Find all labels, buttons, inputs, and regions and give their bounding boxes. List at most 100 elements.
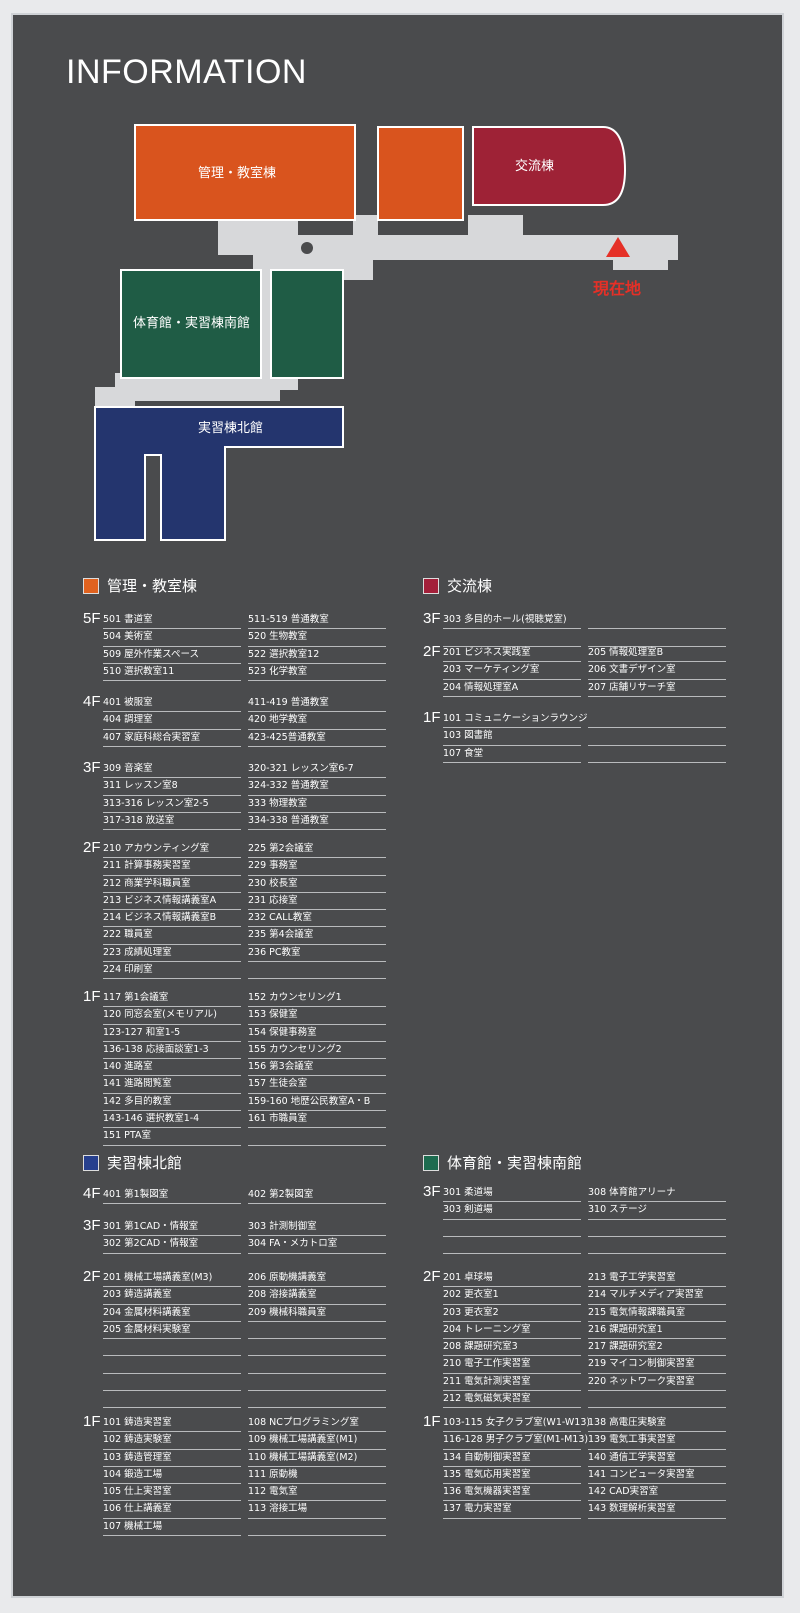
room-entry: 104 鍛造工場 — [103, 1467, 241, 1485]
section-name: 交流棟 — [447, 577, 493, 595]
room-entry: 303 計測制御室 — [248, 1219, 386, 1237]
room-entry — [443, 1237, 581, 1255]
room-entry: 213 ビジネス情報講義室A — [103, 893, 241, 911]
section-color-swatch — [423, 577, 439, 594]
room-entry: 137 電力実習室 — [443, 1501, 581, 1519]
room-entry: 236 PC教室 — [248, 945, 386, 963]
room-entry: 214 ビジネス情報講義室B — [103, 910, 241, 928]
room-entry: 102 鋳造実験室 — [103, 1432, 241, 1450]
room-entry: 423-425普通教室 — [248, 730, 386, 747]
floor-label: 3F — [83, 1217, 101, 1234]
room-entry — [443, 629, 581, 647]
map-building-hokkan — [94, 406, 344, 541]
floor-label: 3F — [83, 759, 101, 776]
room-column: 402 第2製図室 — [248, 1187, 386, 1205]
section-header: 体育館・実習棟南館 — [423, 1152, 582, 1173]
room-entry: 211 計算事務実習室 — [103, 858, 241, 876]
room-entry: 216 課題研究室1 — [588, 1322, 726, 1340]
room-entry: 309 音楽室 — [103, 761, 241, 779]
room-entry: 333 物理教室 — [248, 796, 386, 813]
room-entry: 310 ステージ — [588, 1202, 726, 1220]
section-name: 実習棟北館 — [107, 1154, 183, 1172]
room-entry: 138 高電圧実験室 — [588, 1415, 726, 1433]
room-entry: 212 商業学科職員室 — [103, 876, 241, 893]
room-entry: 103 図書館 — [443, 728, 581, 746]
room-entry: 142 CAD実習室 — [588, 1484, 726, 1502]
room-column: 401 第1製図室 — [103, 1187, 241, 1205]
room-entry: 203 鋳造講義室 — [103, 1287, 241, 1305]
room-entry — [248, 1322, 386, 1340]
you-are-here-label: 現在地 — [593, 279, 641, 298]
room-entry: 108 NCプログラミング室 — [248, 1415, 386, 1433]
section-name: 管理・教室棟 — [107, 577, 198, 595]
page-title: INFORMATION — [66, 53, 307, 91]
floor-label: 4F — [83, 693, 101, 710]
room-entry: 161 市職員室 — [248, 1111, 386, 1129]
room-entry: 334-338 普通教室 — [248, 813, 386, 831]
room-entry: 214 マルチメディア実習室 — [588, 1287, 726, 1305]
room-entry: 401 第1製図室 — [103, 1187, 241, 1205]
floor-label: 1F — [423, 1413, 441, 1430]
room-entry: 101 鋳造実習室 — [103, 1415, 241, 1433]
room-entry: 225 第2会議室 — [248, 841, 386, 859]
room-entry: 143 数理解析実習室 — [588, 1501, 726, 1519]
room-entry — [103, 1391, 241, 1409]
room-entry: 206 原動機講義室 — [248, 1270, 386, 1288]
room-entry: 136-138 応接面談室1-3 — [103, 1042, 241, 1060]
room-entry — [248, 1339, 386, 1357]
room-entry: 217 課題研究室2 — [588, 1339, 726, 1357]
floor-label: 3F — [423, 610, 441, 627]
floor-label: 4F — [83, 1185, 101, 1202]
room-entry: 107 機械工場 — [103, 1519, 241, 1537]
room-entry — [248, 1128, 386, 1146]
room-entry: 204 トレーニング室 — [443, 1322, 581, 1340]
room-entry: 205 情報処理室B — [588, 645, 726, 663]
room-entry — [588, 1220, 726, 1237]
campus-map: 管理・教室棟 交流棟 体育館・実習棟南館 実習棟北館 現在地 — [94, 124, 678, 541]
room-entry: 203 マーケティング室 — [443, 662, 581, 680]
room-entry: 204 情報処理室A — [443, 680, 581, 697]
room-entry — [103, 1339, 241, 1357]
room-entry: 208 課題研究室3 — [443, 1339, 581, 1357]
room-entry — [588, 711, 726, 729]
map-label-hokkan: 実習棟北館 — [198, 420, 263, 436]
room-entry: 210 アカウンティング室 — [103, 841, 241, 859]
room-entry: 140 通信工学実習室 — [588, 1450, 726, 1467]
room-entry: 112 電気室 — [248, 1484, 386, 1502]
room-entry: 123-127 和室1-5 — [103, 1025, 241, 1042]
room-entry: 210 電子工作実習室 — [443, 1356, 581, 1374]
room-entry: 111 原動機 — [248, 1467, 386, 1485]
room-entry: 235 第4会議室 — [248, 927, 386, 945]
map-building-kanri — [134, 124, 356, 221]
room-entry: 202 更衣室1 — [443, 1287, 581, 1305]
map-building-taiiku — [120, 269, 262, 379]
room-entry — [103, 1356, 241, 1374]
room-entry — [248, 1391, 386, 1409]
floor-label: 3F — [423, 1183, 441, 1200]
floor-label: 2F — [83, 839, 101, 856]
room-entry: 223 成績処理室 — [103, 945, 241, 963]
room-entry: 157 生徒会室 — [248, 1076, 386, 1094]
room-entry: 120 同窓会室(メモリアル) — [103, 1007, 241, 1025]
room-entry: 303 多目的ホール(視聴覚室) — [443, 612, 581, 630]
room-entry: 117 第1会議室 — [103, 990, 241, 1008]
room-entry: 511-519 普通教室 — [248, 612, 386, 630]
room-column: 103-115 女子クラブ室(W1-W13)116-128 男子クラブ室(M1-… — [443, 1415, 590, 1519]
floor-label: 1F — [83, 1413, 101, 1430]
section-color-swatch — [83, 1154, 99, 1171]
room-entry: 101 コミュニケーションラウンジ — [443, 711, 587, 729]
room-entry — [103, 1374, 241, 1392]
room-entry: 222 職員室 — [103, 927, 241, 945]
map-label-kanri: 管理・教室棟 — [198, 165, 276, 181]
room-entry: 107 食堂 — [443, 746, 581, 763]
